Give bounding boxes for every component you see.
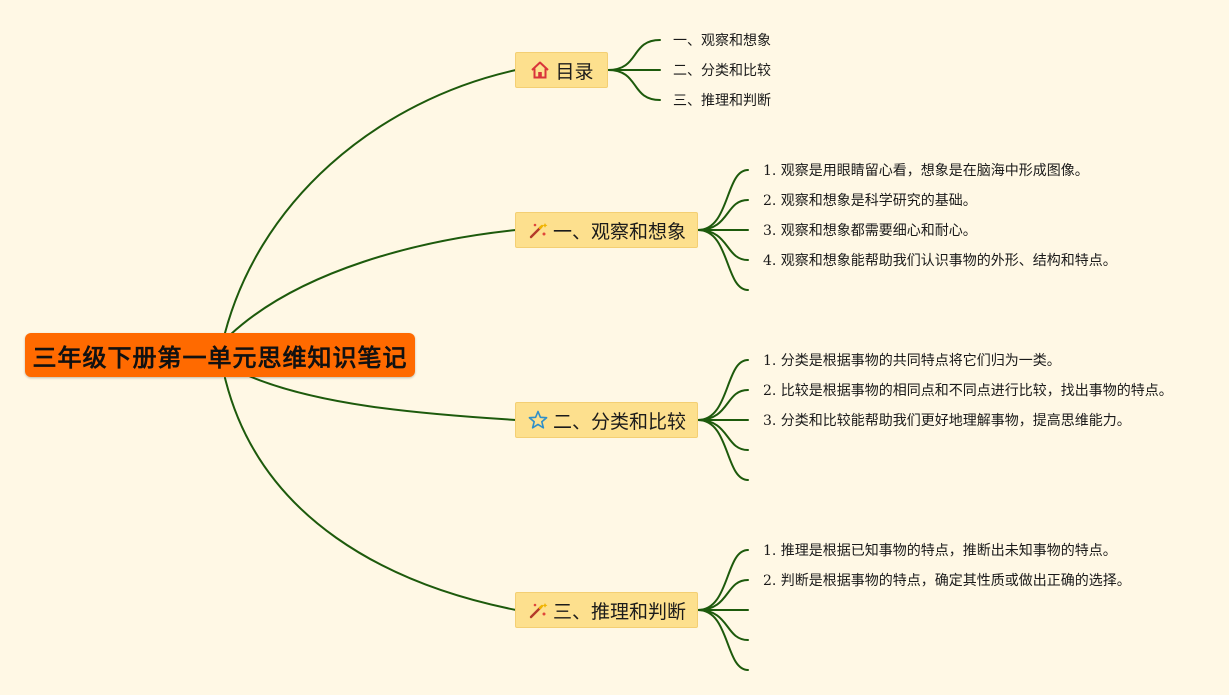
topic-reasoning-judgment-label: 三、推理和判断 [552, 600, 686, 623]
connector-b3-leaf-5 [697, 609, 749, 671]
classification-note[interactable]: 3. 分类和比较能帮助我们更好地理解事物，提高思维能力。 [763, 413, 1131, 429]
observation-note[interactable]: 2. 观察和想象是科学研究的基础。 [763, 193, 977, 209]
observation-note[interactable]: 3. 观察和想象都需要细心和耐心。 [763, 223, 977, 239]
topic-observation-imagination-label: 一、观察和想象 [552, 220, 686, 243]
connector-toc-leaf-1 [607, 39, 661, 71]
root-title: 三年级下册第一单元思维知识笔记 [32, 343, 408, 372]
topic-classification-comparison-label: 二、分类和比较 [552, 410, 686, 433]
magic-wand-icon [527, 219, 549, 241]
connector-b2-leaf-4 [697, 419, 749, 451]
classification-note[interactable]: 2. 比较是根据事物的相同点和不同点进行比较，找出事物的特点。 [763, 383, 1173, 399]
observation-note[interactable]: 1. 观察是用眼睛留心看，想象是在脑海中形成图像。 [763, 163, 1089, 179]
root-node[interactable]: 三年级下册第一单元思维知识笔记 [25, 333, 415, 377]
connector-root-toc [221, 69, 517, 346]
topic-observation-imagination[interactable]: 一、观察和想象 [515, 212, 698, 248]
connector-b2-leaf-5 [697, 419, 749, 481]
toc-item[interactable]: 三、推理和判断 [673, 93, 771, 109]
reasoning-note[interactable]: 2. 判断是根据事物的特点，确定其性质或做出正确的选择。 [763, 573, 1131, 589]
connector-b2-leaf-2 [697, 389, 749, 421]
connector-b1-leaf-1 [697, 169, 749, 231]
topic-toc-label: 目录 [555, 60, 594, 83]
star-icon [527, 409, 549, 431]
classification-note[interactable]: 1. 分类是根据事物的共同特点将它们归为一类。 [763, 353, 1061, 369]
connector-b3-leaf-2 [697, 579, 749, 611]
connector-b3-leaf-4 [697, 609, 749, 641]
toc-item[interactable]: 二、分类和比较 [673, 63, 771, 79]
topic-classification-comparison[interactable]: 二、分类和比较 [515, 402, 698, 438]
connector-b1-leaf-2 [697, 199, 749, 231]
connector-root-branch-1 [229, 229, 517, 336]
magic-wand-icon [527, 599, 549, 621]
connector-root-branch-3 [224, 377, 517, 611]
connector-b3-leaf-1 [697, 549, 749, 611]
reasoning-note[interactable]: 1. 推理是根据已知事物的特点，推断出未知事物的特点。 [763, 543, 1117, 559]
home-icon [529, 59, 551, 81]
topic-reasoning-judgment[interactable]: 三、推理和判断 [515, 592, 698, 628]
connector-b2-leaf-1 [697, 359, 749, 421]
connector-b1-leaf-4 [697, 229, 749, 261]
topic-toc[interactable]: 目录 [515, 52, 608, 88]
toc-item[interactable]: 一、观察和想象 [673, 33, 771, 49]
connector-b1-leaf-5 [697, 229, 749, 291]
observation-note[interactable]: 4. 观察和想象能帮助我们认识事物的外形、结构和特点。 [763, 253, 1117, 269]
connector-root-branch-2 [239, 371, 517, 421]
connector-toc-leaf-3 [607, 69, 661, 101]
